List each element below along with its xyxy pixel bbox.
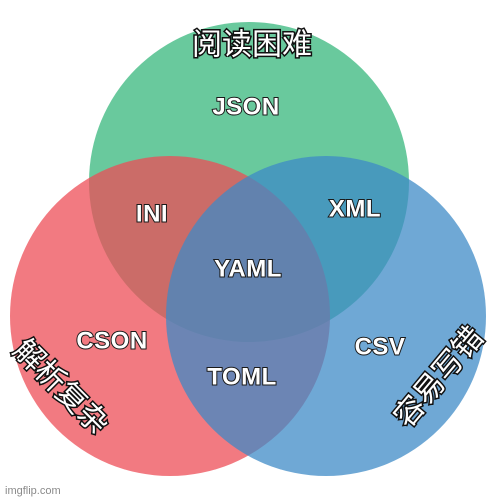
label-left-right: TOML: [207, 363, 277, 390]
label-left-only: CSON: [76, 327, 147, 354]
set-label-top: 阅读困难: [192, 28, 312, 63]
label-right-only: CSV: [355, 333, 406, 360]
watermark-text: imgflip.com: [5, 485, 61, 497]
circle-right: [166, 156, 486, 476]
label-top-left: INI: [136, 200, 168, 227]
label-top-only: JSON: [212, 93, 279, 120]
region-labels: JSON INI XML YAML CSON CSV TOML: [75, 92, 406, 391]
label-top-right: XML: [329, 195, 381, 222]
label-center: YAML: [214, 255, 282, 282]
circle-group: [10, 22, 486, 476]
